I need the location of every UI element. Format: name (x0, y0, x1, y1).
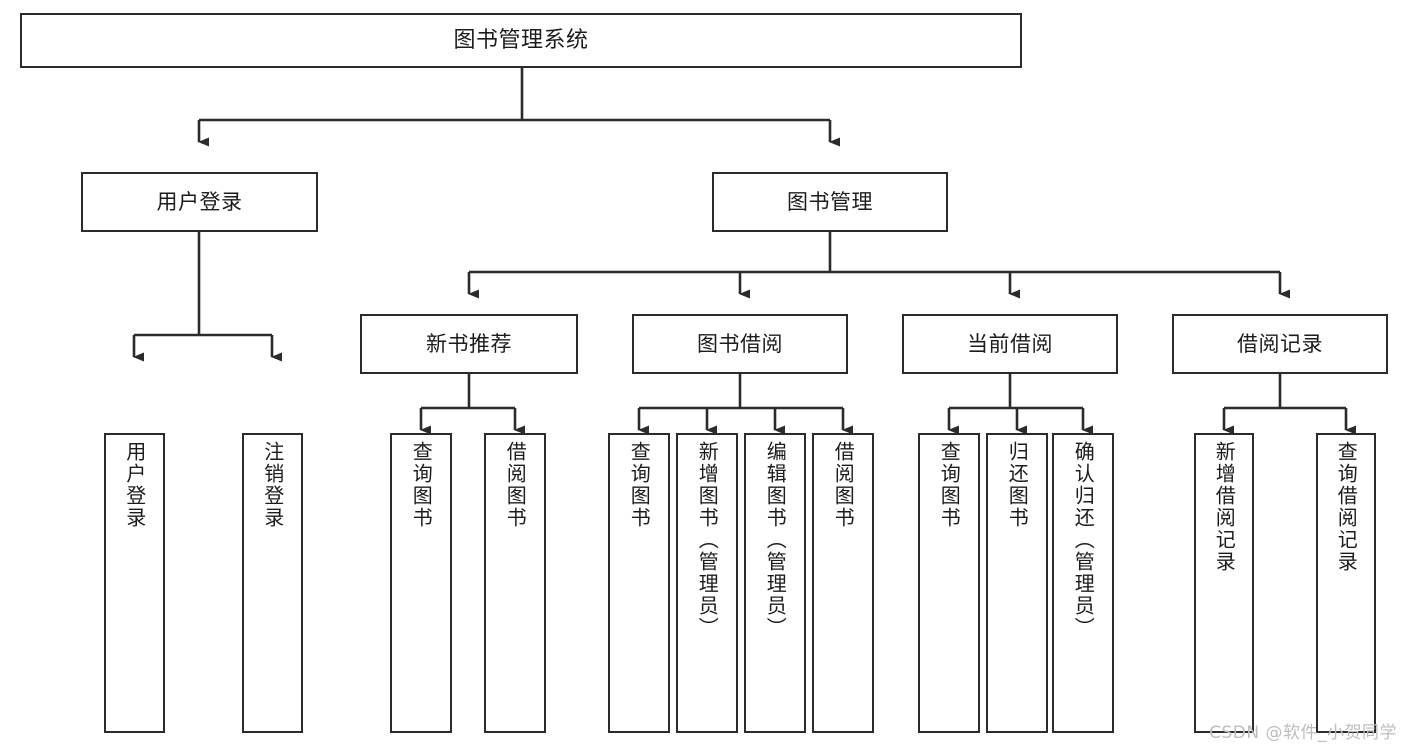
node-label: 归还图书 (1005, 441, 1030, 529)
node-label: 注销登录 (260, 441, 285, 529)
node-bookmgr[interactable]: 图书管理 (712, 172, 948, 232)
node-leaf-user-login[interactable]: 用户登录 (104, 433, 165, 733)
node-root[interactable]: 图书管理系统 (20, 13, 1022, 68)
node-leaf-current-query[interactable]: 查询图书 (918, 433, 980, 733)
node-leaf-borrow-borrow[interactable]: 借阅图书 (812, 433, 874, 733)
node-label: 编辑图书（管理员） (763, 441, 788, 639)
node-label: 查询借阅记录 (1334, 441, 1359, 573)
node-label: 图书借阅 (697, 331, 783, 356)
node-label: 借阅记录 (1237, 331, 1323, 356)
node-newbook[interactable]: 新书推荐 (360, 314, 578, 374)
node-borrow[interactable]: 图书借阅 (632, 314, 848, 374)
node-current[interactable]: 当前借阅 (902, 314, 1118, 374)
node-label: 确认归还（管理员） (1071, 441, 1096, 639)
node-label: 查询图书 (627, 441, 652, 529)
node-leaf-current-return[interactable]: 归还图书 (986, 433, 1048, 733)
node-label: 借阅图书 (831, 441, 856, 529)
node-leaf-record-query[interactable]: 查询借阅记录 (1316, 433, 1376, 733)
node-label: 用户登录 (156, 189, 243, 214)
node-label: 用户登录 (122, 441, 147, 529)
node-leaf-current-confirm[interactable]: 确认归还（管理员） (1052, 433, 1114, 733)
node-leaf-new-borrow[interactable]: 借阅图书 (484, 433, 546, 733)
node-label: 新增图书（管理员） (695, 441, 720, 639)
node-leaf-record-add[interactable]: 新增借阅记录 (1194, 433, 1254, 733)
node-records[interactable]: 借阅记录 (1172, 314, 1388, 374)
node-label: 图书管理系统 (453, 27, 589, 53)
node-label: 查询图书 (409, 441, 434, 529)
node-leaf-borrow-edit[interactable]: 编辑图书（管理员） (744, 433, 806, 733)
connector-lines (132, 68, 1356, 435)
node-label: 新增借阅记录 (1212, 441, 1237, 573)
node-login[interactable]: 用户登录 (81, 172, 318, 232)
node-leaf-borrow-query[interactable]: 查询图书 (608, 433, 670, 733)
node-label: 查询图书 (937, 441, 962, 529)
node-leaf-new-query[interactable]: 查询图书 (390, 433, 452, 733)
node-leaf-user-logout[interactable]: 注销登录 (242, 433, 303, 733)
node-label: 借阅图书 (503, 441, 528, 529)
node-label: 图书管理 (787, 189, 873, 214)
node-label: 新书推荐 (426, 331, 512, 356)
node-label: 当前借阅 (967, 331, 1053, 356)
node-leaf-borrow-add[interactable]: 新增图书（管理员） (676, 433, 738, 733)
